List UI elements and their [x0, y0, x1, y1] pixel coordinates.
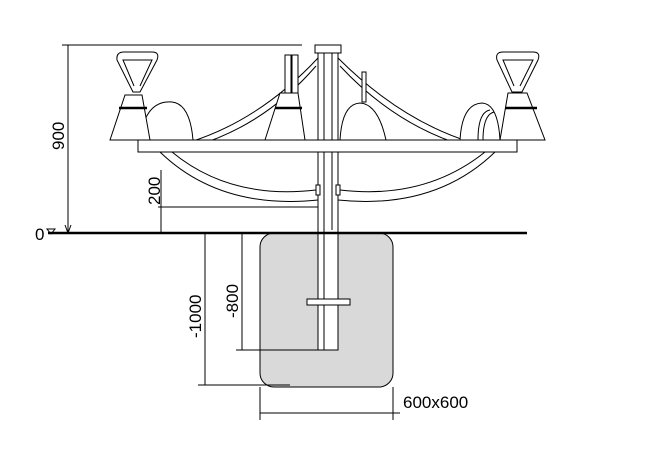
dimension-minus-800: -800: [223, 233, 318, 351]
label-600x600: 600x600: [403, 393, 468, 412]
seat-center: [264, 54, 387, 141]
dimension-900: 900: [49, 44, 302, 235]
label-200: 200: [145, 177, 164, 205]
label-minus-800: -800: [223, 284, 242, 318]
label-minus-1000: -1000: [186, 295, 205, 338]
dimension-200: 200: [145, 170, 318, 233]
seat-left: [109, 51, 194, 141]
anchor-crossbar: [306, 298, 351, 306]
seat-platform: [137, 139, 518, 153]
dimension-600x600: 600x600: [259, 387, 468, 420]
dimension-0: 0: [35, 225, 57, 244]
dimension-minus-1000: -1000: [186, 233, 290, 386]
label-0: 0: [35, 225, 44, 244]
label-900: 900: [49, 122, 68, 150]
seat-right: [459, 51, 546, 141]
